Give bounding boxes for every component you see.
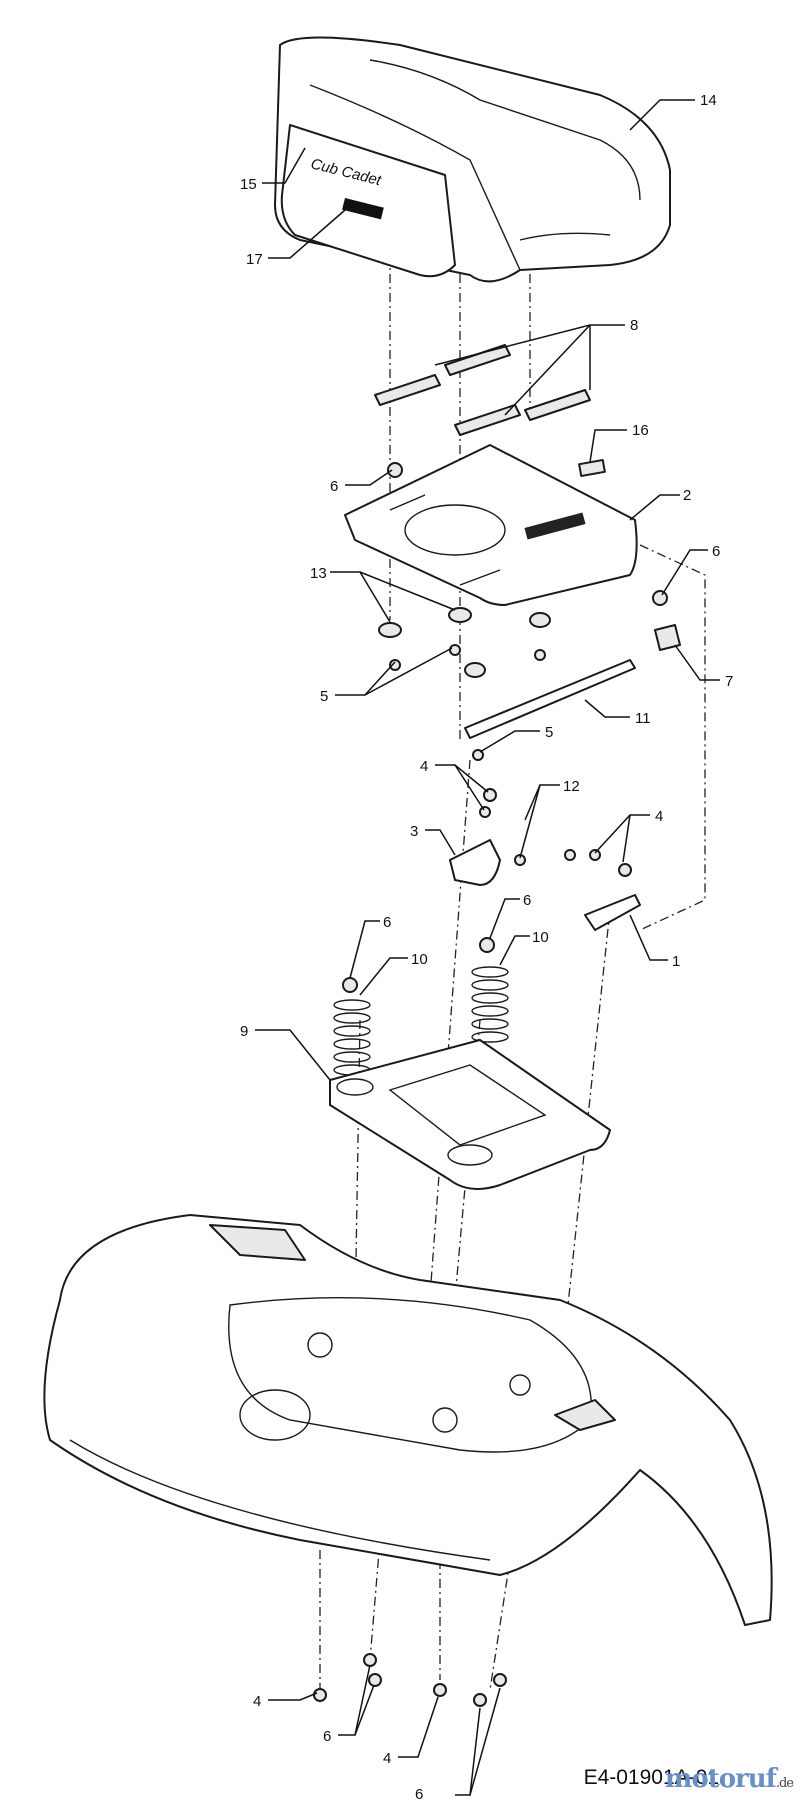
- callout-6: 6: [712, 543, 720, 560]
- callout-14: 14: [700, 92, 717, 109]
- callout-6: 6: [323, 1728, 331, 1745]
- callout-8: 8: [630, 317, 638, 334]
- spring-base: [329, 1039, 611, 1190]
- callout-10: 10: [411, 951, 428, 968]
- springs: [333, 937, 509, 1076]
- callout-17: 17: [246, 251, 263, 268]
- callout-12: 12: [563, 778, 580, 795]
- callout-labels: 14 15 17 8 16 6 2 13 6 5 7 11 5 4 12 3 4…: [240, 92, 733, 1800]
- seat: Cub Cadet: [274, 36, 671, 283]
- callout-6: 6: [383, 914, 391, 931]
- fasteners-lower: [313, 1653, 507, 1707]
- seat-rails: [374, 344, 591, 436]
- callout-5: 5: [545, 724, 553, 741]
- callout-4: 4: [420, 758, 428, 775]
- callout-1: 1: [672, 953, 680, 970]
- seat-pan: [344, 444, 638, 606]
- callout-9: 9: [240, 1023, 248, 1040]
- callout-11: 11: [635, 710, 651, 727]
- watermark-suffix: .de: [775, 1776, 794, 1791]
- callout-10: 10: [532, 929, 549, 946]
- callout-6: 6: [330, 478, 338, 495]
- callout-4: 4: [655, 808, 663, 825]
- callout-6: 6: [415, 1786, 423, 1800]
- callout-7: 7: [725, 673, 733, 690]
- drawing-number: E4-01901A-01: [583, 1766, 719, 1789]
- watermark-logo: motoruf.de: [664, 1764, 794, 1794]
- callout-15: 15: [240, 176, 257, 193]
- callout-5: 5: [320, 688, 328, 705]
- callout-16: 16: [632, 422, 649, 439]
- adjust-rod: [464, 624, 681, 761]
- callout-4: 4: [383, 1750, 391, 1767]
- callout-2: 2: [683, 487, 691, 504]
- leader-lines: [255, 99, 720, 1796]
- callout-13: 13: [310, 565, 327, 582]
- watermark-brand: motoruf: [664, 1764, 777, 1794]
- decal-16: [578, 459, 606, 477]
- callout-3: 3: [410, 823, 418, 840]
- brackets: [449, 788, 641, 931]
- callout-6: 6: [523, 892, 531, 909]
- callout-4: 4: [253, 1693, 261, 1710]
- fender: [43, 1214, 773, 1626]
- fasteners-upper: [378, 462, 668, 678]
